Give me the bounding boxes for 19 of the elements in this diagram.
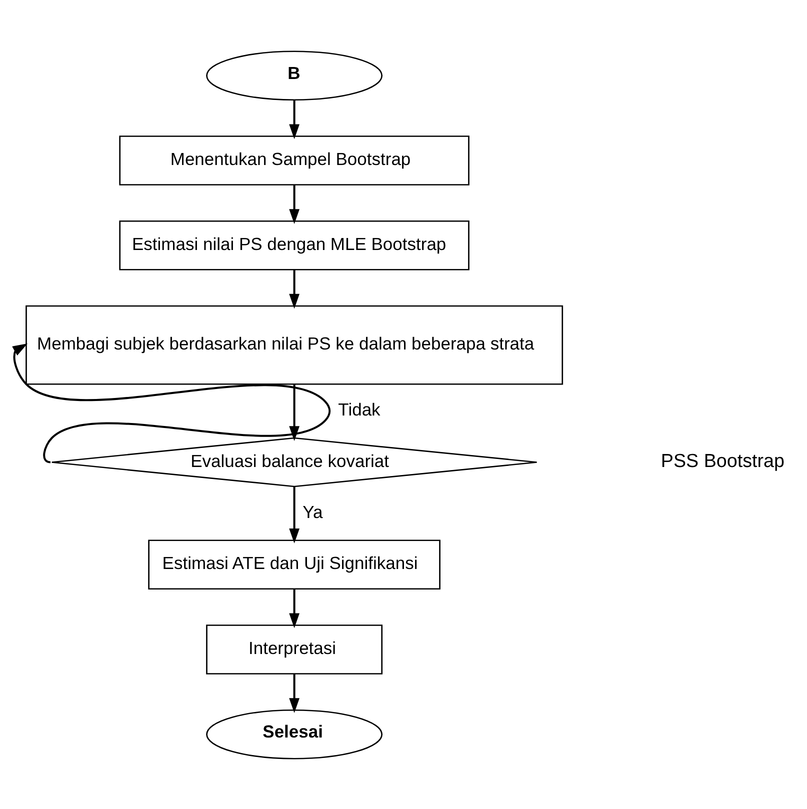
arrow [289,674,300,712]
node-box: Estimasi ATE dan Uji Signifikansi [148,539,440,590]
arrow [12,343,330,463]
arrow [289,486,300,543]
node-diamond: Evaluasi balance kovariat [51,436,538,487]
node-box: Estimasi nilai PS dengan MLE Bootstrap [119,220,470,270]
node-box: Membagi subjek berdasarkan nilai PS ke dalam beberapa strata [26,304,564,384]
node-ellipse: Selesai [206,708,383,759]
arrow [289,269,300,308]
edge-label: Tidak [338,399,380,420]
arrow [289,100,300,139]
label: PSS Bootstrap [660,450,784,471]
node-box: Menentukan Sampel Bootstrap [119,135,470,185]
arrow [289,588,300,628]
edge-label: Ya [302,502,323,522]
node-box: Interpretasi [206,624,383,674]
node-ellipse: B [206,50,383,100]
arrow [289,384,300,441]
arrow [289,184,300,224]
